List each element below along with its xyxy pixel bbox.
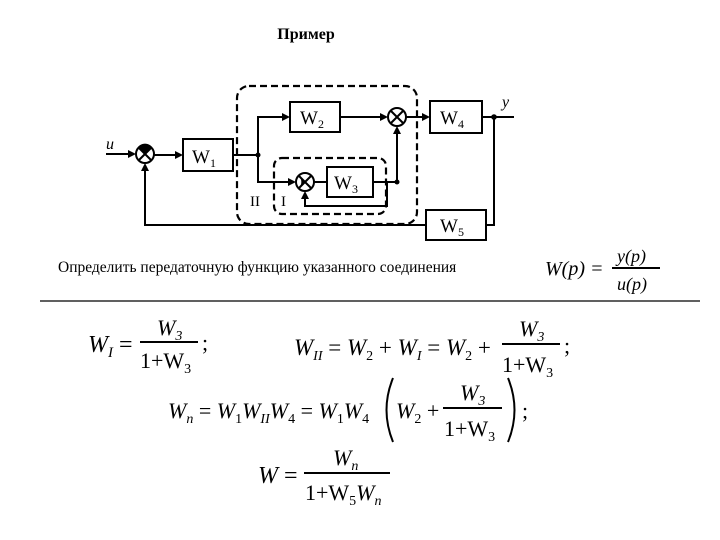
formula-3-open-paren bbox=[385, 377, 394, 443]
block-w2-label: W2 bbox=[300, 108, 324, 131]
definition-numerator: y(p) bbox=[615, 246, 646, 267]
formula-3-inner: W2 + bbox=[396, 398, 439, 427]
formula-2-lhs: WII = W2 + WI = W2 + bbox=[294, 335, 491, 364]
sum-junction-2 bbox=[387, 107, 407, 127]
formula-1-denominator: 1+W3 bbox=[140, 348, 191, 377]
block-w1-label: W1 bbox=[192, 147, 216, 170]
formula-4-lhs: W = bbox=[258, 463, 298, 489]
formula-4-denominator: 1+W5Wn bbox=[305, 480, 382, 509]
formula-w-n: Wn = W1WIIW4 = W1W4 W2 + W3 1+W3 ; bbox=[168, 377, 528, 445]
formula-w-total: W = Wn 1+W5Wn bbox=[258, 445, 390, 509]
sum-junction-3 bbox=[295, 172, 315, 192]
formula-3-end: ; bbox=[522, 398, 528, 423]
formula-w-ii: WII = W2 + WI = W2 + W3 1+W3 ; bbox=[294, 316, 570, 381]
block-diagram: W1 W2 W3 W4 W5 u y II I bbox=[106, 84, 514, 241]
input-signal-label: u bbox=[106, 136, 114, 153]
signal-lines bbox=[106, 113, 514, 226]
block-w3-label: W3 bbox=[334, 173, 358, 196]
block-w4-label: W4 bbox=[440, 108, 464, 131]
formula-2-end: ; bbox=[564, 333, 570, 358]
formula-3-close-paren bbox=[507, 377, 516, 443]
region-i-label: I bbox=[281, 194, 286, 210]
formula-1-numerator: W3 bbox=[157, 315, 182, 344]
sum-junction-1 bbox=[135, 143, 155, 164]
formula-3-denominator: 1+W3 bbox=[444, 416, 495, 445]
formula-3-numerator: W3 bbox=[460, 380, 485, 409]
formula-w-i: WI = W3 1+W3 ; bbox=[88, 315, 208, 377]
block-w5-label: W5 bbox=[440, 216, 464, 239]
task-statement: Определить передаточную функцию указанно… bbox=[58, 259, 457, 276]
definition-lhs: W(p) = bbox=[545, 258, 603, 280]
formula-1-end: ; bbox=[202, 330, 208, 355]
formula-1-lhs: WI = bbox=[88, 332, 133, 361]
formula-2-numerator: W3 bbox=[519, 316, 544, 345]
formula-4-numerator: Wn bbox=[333, 445, 358, 474]
page-title: Пример bbox=[277, 26, 335, 43]
region-ii-label: II bbox=[250, 194, 260, 210]
region-i-frame bbox=[272, 156, 388, 216]
formula-3-lhs: Wn = W1WIIW4 = W1W4 bbox=[168, 398, 369, 427]
definition-formula: W(p) = y(p) u(p) bbox=[545, 246, 660, 295]
output-signal-label: y bbox=[500, 94, 510, 111]
definition-denominator: u(p) bbox=[617, 274, 647, 295]
formula-2-denominator: 1+W3 bbox=[502, 352, 553, 381]
